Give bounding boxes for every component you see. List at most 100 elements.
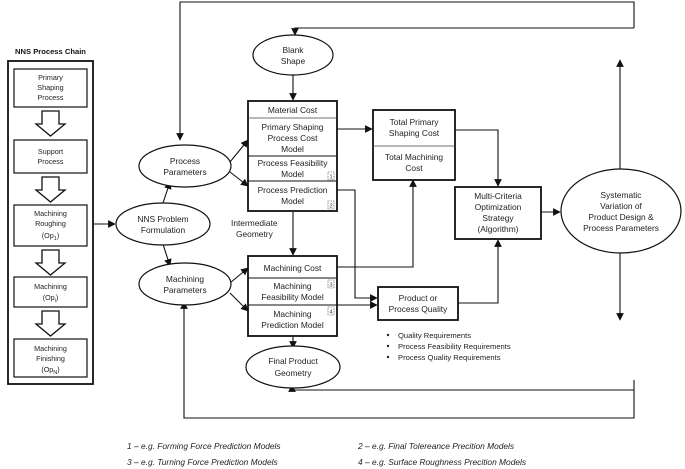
arrow-params-to-prediction xyxy=(229,171,249,187)
feedback-to-process-params xyxy=(176,1,635,141)
footnote-number: 1 xyxy=(329,175,332,181)
nns-process-chain: NNS Process Chain Primary Shaping Proces… xyxy=(7,47,94,385)
material-cost-label: Material Cost xyxy=(268,105,318,115)
chain-step-line: Process xyxy=(38,93,64,102)
arrow-mparams-to-prediction xyxy=(229,292,249,312)
prediction-model-label: Process Prediction xyxy=(258,185,328,195)
chain-step-line: Primary xyxy=(38,73,63,82)
quality-frame xyxy=(377,286,459,321)
prediction-model-label: Model xyxy=(281,196,304,206)
chain-down-arrow xyxy=(34,110,67,137)
total-primary-label: Shaping Cost xyxy=(389,128,440,138)
machining-feasibility-label: Feasibility Model xyxy=(261,292,324,302)
optimization-label: (Algorithm) xyxy=(478,224,519,234)
nns-problem-ellipse xyxy=(115,202,211,246)
chain-step-line: Roughing xyxy=(35,219,66,228)
footnote-number: 4 xyxy=(329,310,332,316)
requirement-item: Quality Requirements xyxy=(398,331,471,340)
footnote: 2 – e.g. Final Tolereance Precition Mode… xyxy=(357,441,515,451)
arrow-quality-to-optimization xyxy=(458,239,502,304)
feedback-to-final-geometry xyxy=(288,380,635,392)
node-label: Machining xyxy=(166,274,205,284)
chain-down-arrow xyxy=(34,249,67,276)
node-label: NNS Problem xyxy=(137,214,188,224)
process-parameters-node: Process Parameters xyxy=(138,144,232,188)
chain-step-box xyxy=(13,139,88,174)
quality-box: Product or Process Quality xyxy=(377,286,459,321)
machining-parameters-node: Machining Parameters xyxy=(138,262,232,306)
node-label: Blank xyxy=(283,45,305,55)
chain-step-box xyxy=(13,338,88,378)
optimization-frame xyxy=(454,186,542,240)
chain-down-arrow xyxy=(34,176,67,203)
optimization-label: Strategy xyxy=(482,213,514,223)
node-label: Shape xyxy=(281,56,306,66)
machining-stack-frame xyxy=(247,255,338,337)
footnote: 3 – e.g. Turning Force Prediction Models xyxy=(127,457,278,467)
total-machining-label: Total Machining xyxy=(385,152,444,162)
arrow-params-to-cost-model xyxy=(229,139,249,163)
footnote-marker xyxy=(327,200,335,210)
arrow-to-total-machining xyxy=(337,179,417,268)
connectors xyxy=(93,1,635,419)
footnote-number: 2 xyxy=(329,204,332,210)
total-cost-frame xyxy=(372,109,456,181)
chain-step-line: Finishing xyxy=(36,354,65,363)
total-primary-label: Total Primary xyxy=(390,117,440,127)
chain-step-machining-finishing: Machining Finishing (OpN) xyxy=(13,338,88,378)
feasibility-model-label: Model xyxy=(281,169,304,179)
node-label: Process xyxy=(170,156,200,166)
final-geometry-node: Final Product Geometry xyxy=(245,345,341,389)
chain-step-line: (Op1) xyxy=(42,231,59,242)
node-label: Variation of xyxy=(600,201,642,211)
blank-shape-ellipse xyxy=(252,34,334,76)
chain-title: NNS Process Chain xyxy=(15,47,86,56)
primary-shaping-stack: Material Cost Primary Shaping Process Co… xyxy=(247,100,338,212)
feasibility-model-label: Process Feasibility xyxy=(258,158,329,168)
footnote: 1 – e.g. Forming Force Prediction Models xyxy=(127,441,281,451)
node-label: Product Design & xyxy=(588,212,654,222)
machining-feasibility-label: Machining xyxy=(273,281,312,291)
feedback-to-blank xyxy=(291,27,634,36)
cost-model-label: Process Cost xyxy=(268,133,318,143)
footnote: 4 – e.g. Surface Roughness Precition Mod… xyxy=(358,457,527,467)
chain-step-line: (Opi) xyxy=(43,293,59,304)
nns-problem-node: NNS Problem Formulation xyxy=(115,202,211,246)
arrow-cost-to-optimization xyxy=(455,129,502,187)
blank-shape-node: Blank Shape xyxy=(252,34,334,76)
chain-step-line: Support xyxy=(38,147,63,156)
requirements-list: Quality Requirements Process Feasibility… xyxy=(386,331,511,362)
chain-step-machining: Machining (Opi) xyxy=(13,276,88,308)
chain-step-machining-roughing: Machining Roughing (Op1) xyxy=(13,204,88,247)
total-machining-label: Cost xyxy=(405,163,423,173)
chain-step-line: Process xyxy=(38,157,64,166)
requirement-item: Process Quality Requirements xyxy=(398,353,501,362)
node-label: Formulation xyxy=(141,225,186,235)
chain-step-box xyxy=(13,276,88,308)
bullet xyxy=(386,333,390,337)
final-geometry-ellipse xyxy=(245,345,341,389)
quality-label: Product or xyxy=(399,293,438,303)
chain-step-box xyxy=(13,204,88,247)
chain-step-line: (OpN) xyxy=(41,365,59,376)
machining-cost-label: Machining Cost xyxy=(264,263,322,273)
chain-down-arrow xyxy=(34,310,67,337)
requirement-item: Process Feasibility Requirements xyxy=(398,342,511,351)
chain-step-line: Machining xyxy=(34,209,67,218)
footnote-number: 3 xyxy=(329,283,332,289)
chain-step-box xyxy=(13,68,88,108)
cost-model-label: Model xyxy=(281,144,304,154)
systematic-variation-ellipse xyxy=(560,168,682,254)
optimization-box: Multi-Criteria Optimization Strategy (Al… xyxy=(454,186,542,240)
node-label: Process Parameters xyxy=(583,223,659,233)
node-label: Parameters xyxy=(163,167,206,177)
systematic-variation-node: Systematic Variation of Product Design &… xyxy=(560,168,682,254)
chain-step-line: Machining xyxy=(34,344,67,353)
bullet xyxy=(386,355,390,359)
machining-stack: Machining Cost Machining Feasibility Mod… xyxy=(247,255,338,337)
optimization-label: Multi-Criteria xyxy=(474,191,522,201)
node-label: Systematic xyxy=(601,190,642,200)
optimization-label: Optimization xyxy=(475,202,522,212)
bullet xyxy=(386,344,390,348)
